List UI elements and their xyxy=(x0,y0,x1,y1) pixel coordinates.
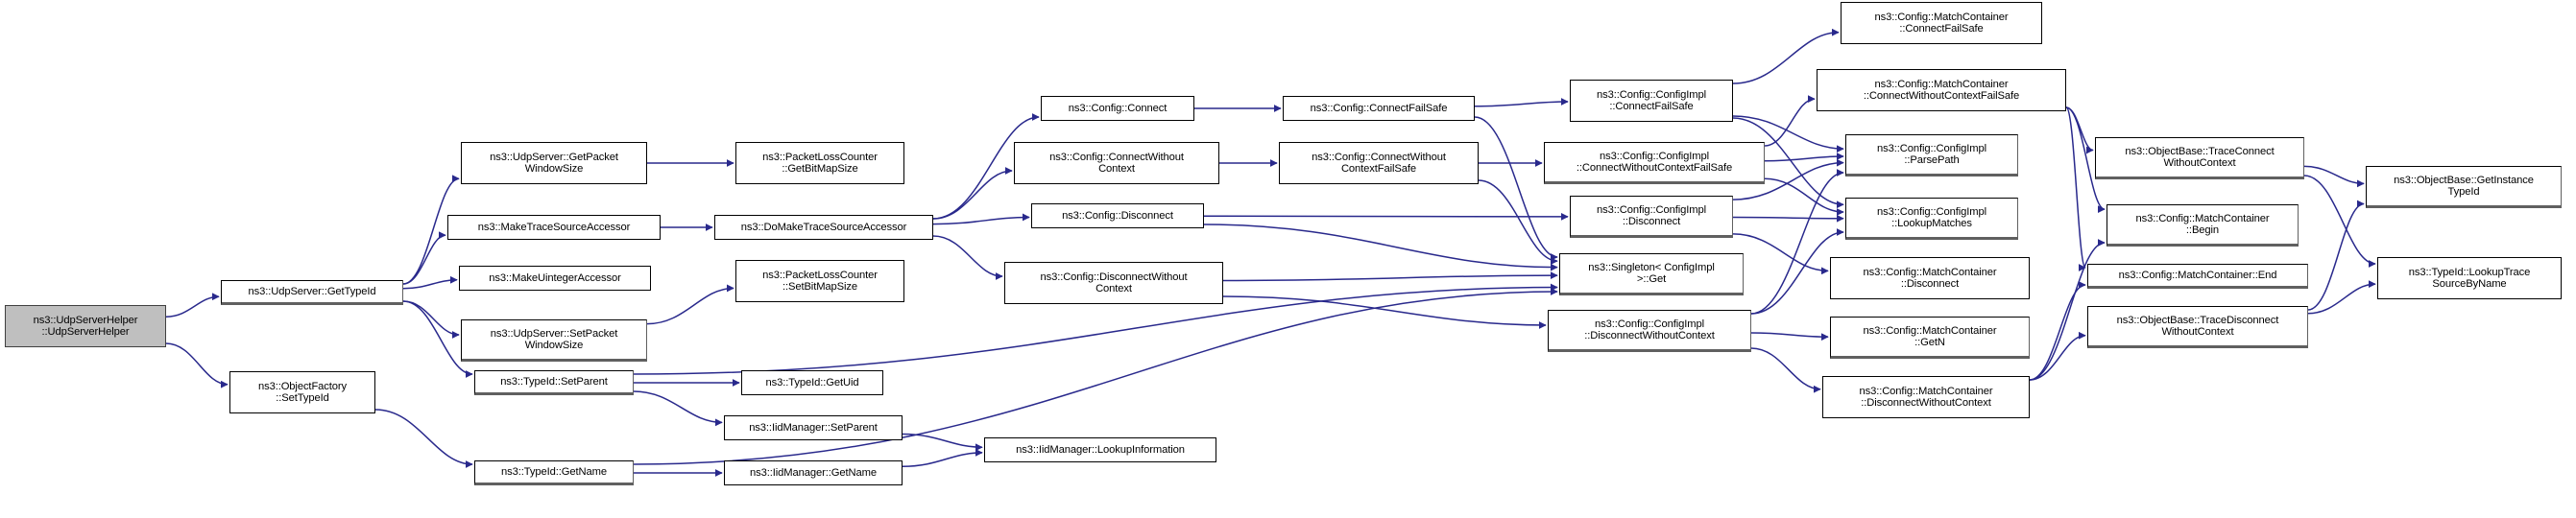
graph-node-makeTraceSrcAcc[interactable]: ns3::MakeTraceSourceAccessor xyxy=(447,215,661,240)
graph-edge-ciDisconnect-to-ciLookupMatches xyxy=(1732,214,1844,223)
graph-node-iidGetName[interactable]: ns3::IidManager::GetName xyxy=(724,460,903,485)
graph-edge-mcConnectWoCtxFS-to-obTraceConnectWoCtx xyxy=(2065,106,2094,154)
graph-node-singletonGet[interactable]: ns3::Singleton< ConfigImpl >::Get xyxy=(1559,253,1744,295)
graph-node-ciConnectWoCtxFS[interactable]: ns3::Config::ConfigImpl ::ConnectWithout… xyxy=(1544,142,1765,184)
graph-node-cfgConnect[interactable]: ns3::Config::Connect xyxy=(1041,96,1194,121)
graph-node-ciLookupMatches[interactable]: ns3::Config::ConfigImpl ::LookupMatches xyxy=(1845,198,2018,240)
graph-node-mcConnectWoCtxFS[interactable]: ns3::Config::MatchContainer ::ConnectWit… xyxy=(1817,69,2066,111)
graph-node-obGetInstanceTypeId[interactable]: ns3::ObjectBase::GetInstance TypeId xyxy=(2366,166,2562,208)
graph-edge-getTypeId-to-setPacketWin xyxy=(402,300,460,339)
graph-edge-mcDisconnectWoCtx-to-obTraceDisconnectWoCtx xyxy=(2029,331,2086,381)
graph-node-mcDisconnectWoCtx[interactable]: ns3::Config::MatchContainer ::Disconnect… xyxy=(1822,376,2030,418)
graph-node-mcConnectFS[interactable]: ns3::Config::MatchContainer ::ConnectFai… xyxy=(1841,2,2042,44)
graph-node-mcBegin[interactable]: ns3::Config::MatchContainer ::Begin xyxy=(2107,204,2299,247)
graph-node-setPacketWin[interactable]: ns3::UdpServer::SetPacket WindowSize xyxy=(461,319,647,362)
graph-edge-objFactorySetTypeId-to-typeIdGetName xyxy=(374,409,473,468)
graph-edge-obTraceConnectWoCtx-to-typeIdLookupTraceSrc xyxy=(2303,175,2376,268)
graph-edge-ciConnectWoCtxFS-to-mcConnectWoCtxFS xyxy=(1764,95,1816,147)
graph-node-iidLookupInfo[interactable]: ns3::IidManager::LookupInformation xyxy=(984,437,1216,462)
graph-edge-iidGetName-to-iidLookupInfo xyxy=(902,448,983,468)
graph-node-iidSetParent[interactable]: ns3::IidManager::SetParent xyxy=(724,415,903,440)
graph-node-root[interactable]: ns3::UdpServerHelper ::UdpServerHelper xyxy=(5,305,166,347)
graph-node-cfgConnectWoCtx[interactable]: ns3::Config::ConnectWithout Context xyxy=(1014,142,1219,184)
graph-edge-cfgConnectFS-to-singletonGet xyxy=(1474,116,1558,261)
graph-edge-root-to-objFactorySetTypeId xyxy=(165,342,229,388)
graph-edge-cfgDisconnectWoCtx-to-ciDisconnectWoCtx xyxy=(1222,295,1547,329)
graph-edge-mcDisconnectWoCtx-to-mcEnd xyxy=(2029,281,2086,381)
graph-edge-doMakeTraceSrcAcc-to-cfgDisconnectWoCtx xyxy=(932,235,1003,280)
graph-node-mcGetN[interactable]: ns3::Config::MatchContainer ::GetN xyxy=(1830,317,2030,359)
graph-edge-cfgConnectWoCtxFS-to-singletonGet xyxy=(1478,179,1558,265)
graph-edge-ciConnectWoCtxFS-to-ciLookupMatches xyxy=(1764,177,1844,216)
graph-node-ciDisconnect[interactable]: ns3::Config::ConfigImpl ::Disconnect xyxy=(1570,196,1733,238)
graph-node-ciParsePath[interactable]: ns3::Config::ConfigImpl ::ParsePath xyxy=(1845,134,2018,177)
graph-node-plcGetBitMapSize[interactable]: ns3::PacketLossCounter ::GetBitMapSize xyxy=(735,142,904,184)
graph-node-obTraceDisconnectWoCtx[interactable]: ns3::ObjectBase::TraceDisconnect Without… xyxy=(2087,306,2308,348)
graph-edge-ciConnectWoCtxFS-to-ciParsePath xyxy=(1764,153,1844,162)
graph-node-cfgConnectFS[interactable]: ns3::Config::ConnectFailSafe xyxy=(1283,96,1475,121)
graph-node-cfgDisconnectWoCtx[interactable]: ns3::Config::DisconnectWithout Context xyxy=(1004,262,1223,304)
graph-edge-obTraceDisconnectWoCtx-to-typeIdLookupTraceSrc xyxy=(2307,280,2376,315)
graph-edge-mcConnectWoCtxFS-to-mcEnd xyxy=(2065,106,2086,271)
graph-node-getPacketWin[interactable]: ns3::UdpServer::GetPacket WindowSize xyxy=(461,142,647,184)
graph-edge-ciDisconnectWoCtx-to-mcGetN xyxy=(1750,332,1829,341)
graph-edge-typeIdSetParent-to-iidSetParent xyxy=(633,390,723,427)
graph-edge-cfgDisconnectWoCtx-to-singletonGet xyxy=(1222,271,1558,282)
graph-edge-obTraceConnectWoCtx-to-obGetInstanceTypeId xyxy=(2303,165,2365,188)
graph-node-ciDisconnectWoCtx[interactable]: ns3::Config::ConfigImpl ::DisconnectWith… xyxy=(1548,310,1751,352)
graph-edge-ciDisconnectWoCtx-to-mcDisconnectWoCtx xyxy=(1750,347,1821,393)
graph-node-typeIdSetParent[interactable]: ns3::TypeId::SetParent xyxy=(474,370,634,395)
graph-node-doMakeTraceSrcAcc[interactable]: ns3::DoMakeTraceSourceAccessor xyxy=(714,215,933,240)
graph-node-mcEnd[interactable]: ns3::Config::MatchContainer::End xyxy=(2087,264,2308,289)
graph-node-cfgDisconnect[interactable]: ns3::Config::Disconnect xyxy=(1031,203,1204,228)
graph-edge-obTraceDisconnectWoCtx-to-obGetInstanceTypeId xyxy=(2307,200,2365,311)
graph-edge-root-to-getTypeId xyxy=(165,293,220,318)
graph-node-mcDisconnect[interactable]: ns3::Config::MatchContainer ::Disconnect xyxy=(1830,257,2030,299)
graph-node-typeIdGetUid[interactable]: ns3::TypeId::GetUid xyxy=(741,370,883,395)
graph-node-typeIdGetName[interactable]: ns3::TypeId::GetName xyxy=(474,460,634,485)
graph-node-obTraceConnectWoCtx[interactable]: ns3::ObjectBase::TraceConnect WithoutCon… xyxy=(2095,137,2304,179)
graph-edge-setPacketWin-to-plcSetBitMapSize xyxy=(646,284,734,325)
graph-node-makeUintegerAcc[interactable]: ns3::MakeUintegerAccessor xyxy=(459,266,651,291)
graph-node-typeIdLookupTraceSrc[interactable]: ns3::TypeId::LookupTrace SourceByName xyxy=(2377,257,2562,299)
graph-edge-cfgDisconnect-to-singletonGet xyxy=(1203,224,1558,271)
graph-node-ciConnectFS[interactable]: ns3::Config::ConfigImpl ::ConnectFailSaf… xyxy=(1570,80,1733,122)
graph-edge-doMakeTraceSrcAcc-to-cfgConnectWoCtx xyxy=(932,167,1013,220)
graph-node-cfgConnectWoCtxFS[interactable]: ns3::Config::ConnectWithout ContextFailS… xyxy=(1279,142,1479,184)
graph-edge-iidSetParent-to-iidLookupInfo xyxy=(902,433,983,452)
graph-node-plcSetBitMapSize[interactable]: ns3::PacketLossCounter ::SetBitMapSize xyxy=(735,260,904,302)
graph-edge-getTypeId-to-makeTraceSrcAcc xyxy=(402,231,446,285)
graph-node-objFactorySetTypeId[interactable]: ns3::ObjectFactory ::SetTypeId xyxy=(229,371,375,413)
graph-node-getTypeId[interactable]: ns3::UdpServer::GetTypeId xyxy=(221,280,403,305)
graph-edge-doMakeTraceSrcAcc-to-cfgDisconnect xyxy=(932,213,1030,225)
graph-edge-getTypeId-to-makeUintegerAcc xyxy=(402,275,458,290)
graph-edge-cfgDisconnect-to-ciDisconnect xyxy=(1203,212,1569,221)
graph-edge-cfgConnectFS-to-ciConnectFS xyxy=(1474,98,1569,107)
graph-edge-ciDisconnect-to-mcDisconnect xyxy=(1732,233,1829,275)
